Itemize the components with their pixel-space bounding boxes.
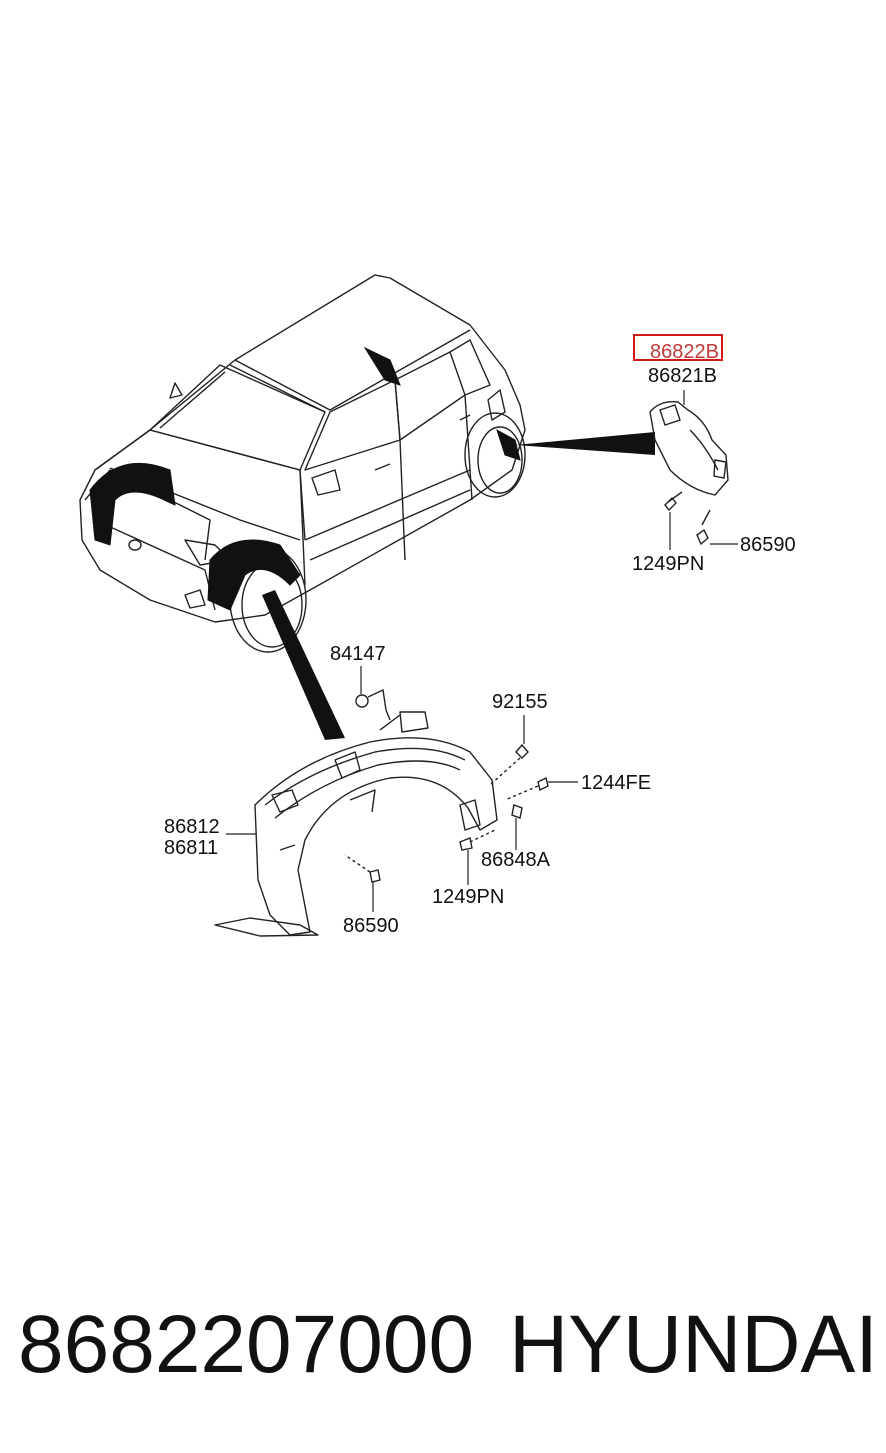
label-86822B: 86822B: [650, 341, 719, 363]
highlight-box: [633, 334, 723, 361]
footer: 8682207000 HYUNDAI: [18, 1295, 878, 1395]
label-86821B: 86821B: [648, 365, 717, 387]
front-fasteners: [344, 688, 549, 883]
label-84147: 84147: [330, 643, 386, 665]
part-number: 8682207000: [18, 1299, 475, 1390]
label-86812: 86812: [164, 816, 220, 838]
label-86811: 86811: [164, 837, 218, 859]
rear-fasteners: [664, 491, 711, 546]
brand-name: HYUNDAI: [508, 1299, 878, 1390]
label-92155: 92155: [492, 691, 548, 713]
front-fender-liner: [214, 711, 498, 937]
rear-guard-part: [649, 401, 729, 496]
label-86590-top: 86590: [740, 534, 796, 556]
label-1249PN-top: 1249PN: [632, 553, 704, 575]
leader-lines: [226, 390, 738, 912]
leader-wedge-front: [262, 590, 345, 740]
parts-diagram: 86822B 86821B 1249PN 86590 84147 92155 1…: [79, 274, 796, 937]
label-1244FE: 1244FE: [581, 772, 651, 794]
leader-wedge-rear: [515, 432, 655, 455]
car-guard-highlights: [89, 346, 521, 611]
label-86590-bottom: 86590: [343, 915, 399, 937]
label-86848A: 86848A: [481, 849, 551, 871]
label-1249PN-bottom: 1249PN: [432, 886, 504, 908]
